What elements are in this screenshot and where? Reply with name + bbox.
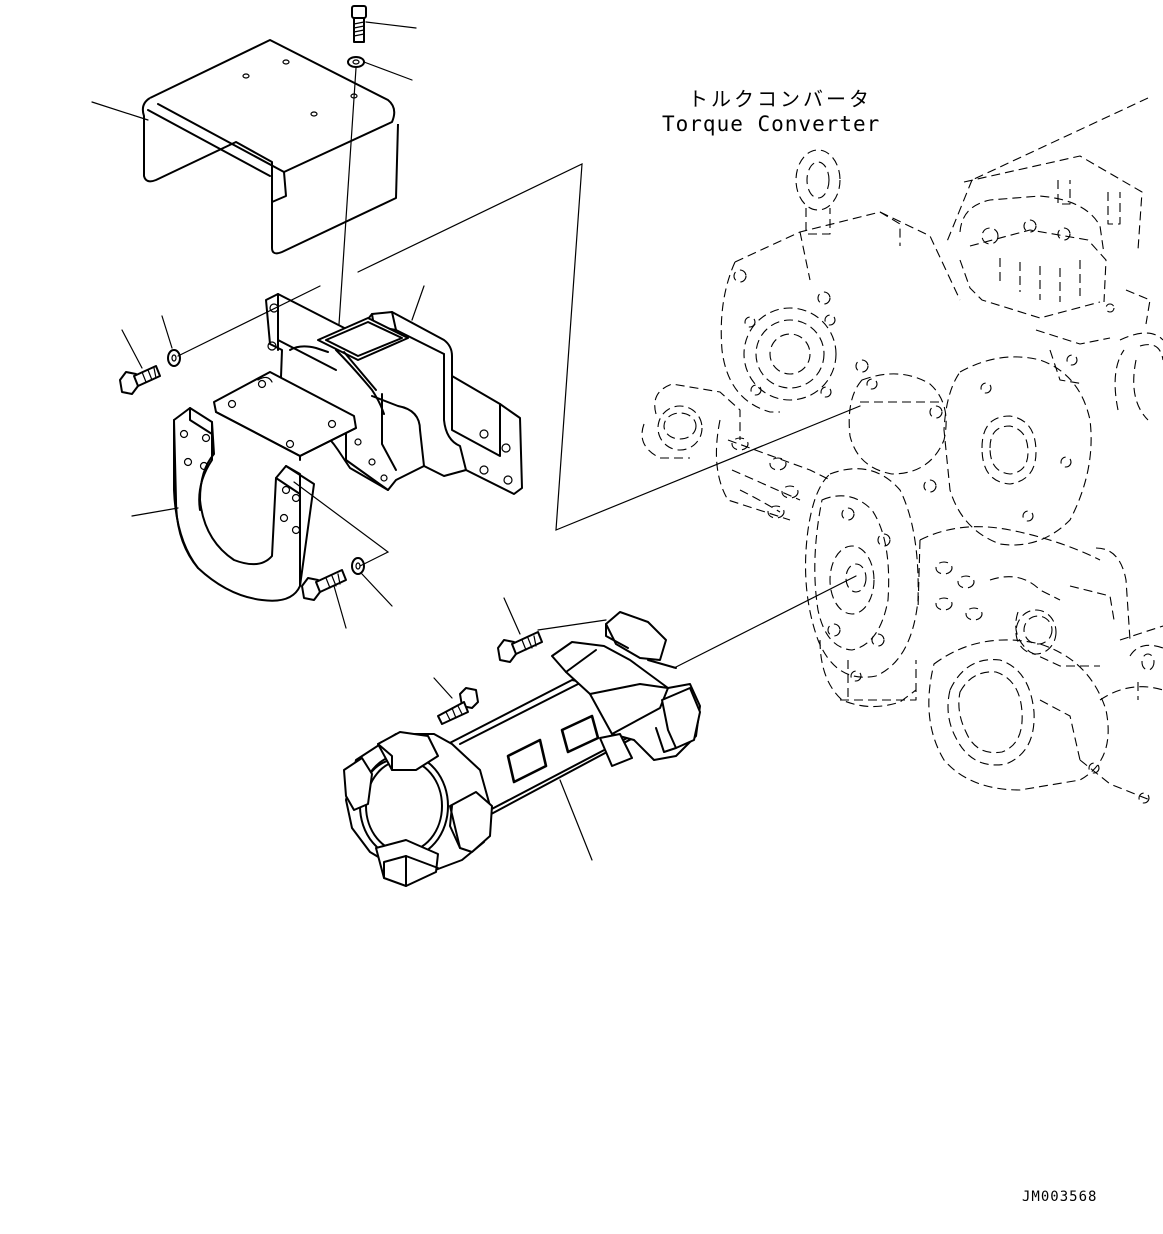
drive-shaft — [343, 611, 701, 887]
shaft-yoke-bolt-lower — [437, 687, 479, 725]
clamp-washer-lower — [351, 557, 365, 575]
torque-converter-housing — [641, 97, 1163, 804]
cover-mounting-washer — [347, 56, 365, 68]
horseshoe-clamp — [173, 407, 315, 602]
bracket-bolt-left — [119, 365, 161, 395]
shaft-yoke-bolt-upper — [497, 631, 543, 663]
bracket-washer-left — [167, 349, 181, 367]
bracket-plate — [213, 371, 357, 461]
torque-converter-label-japanese: トルクコンバータ — [688, 87, 872, 111]
torque-converter-label-english: Torque Converter — [662, 112, 880, 136]
mounting-bracket — [265, 293, 523, 495]
leader-lines — [91, 21, 593, 861]
drawing-id: JM003568 — [1022, 1189, 1097, 1205]
guard-cover — [141, 39, 399, 255]
alignment-lines — [177, 163, 861, 669]
cover-mounting-bolt — [351, 5, 367, 43]
clamp-bolt-lower — [301, 569, 347, 601]
